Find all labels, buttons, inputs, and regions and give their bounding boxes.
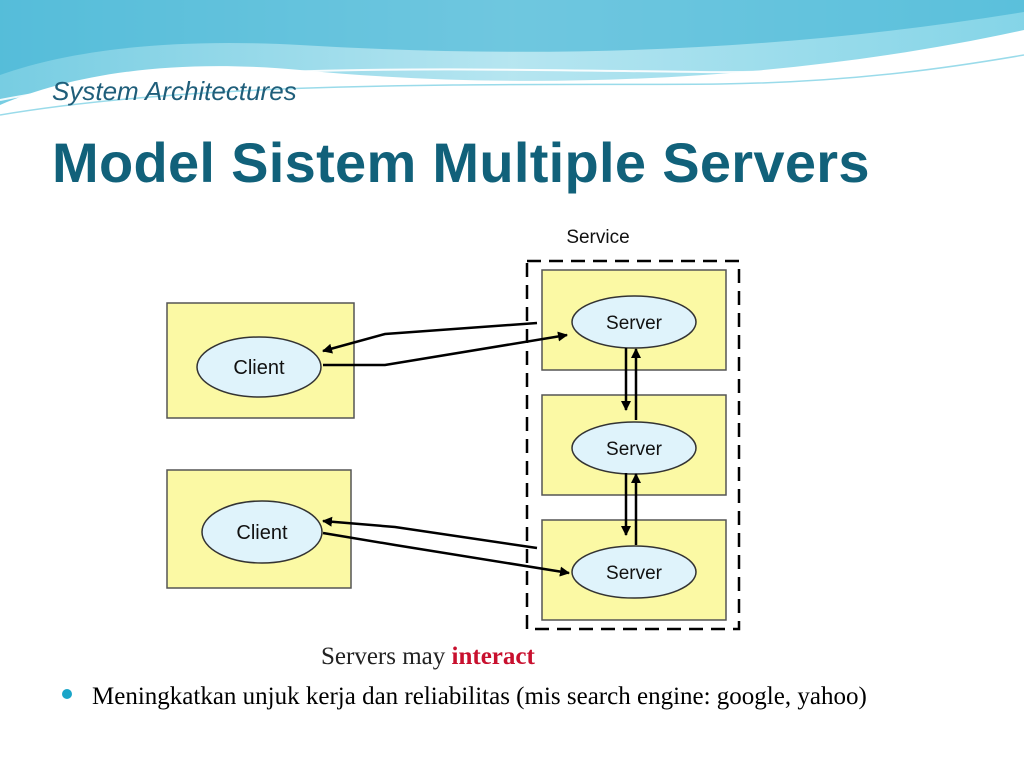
caption-prefix: Servers may	[321, 643, 452, 670]
client-label-1: Client	[233, 357, 285, 379]
server-label-1: Server	[606, 313, 663, 334]
diagram-caption: Servers may interact	[321, 643, 535, 670]
server-node-2: Server	[541, 394, 727, 496]
arrow-client1-to-server1	[323, 331, 568, 367]
arrow-client2-to-server3	[322, 531, 570, 577]
slide-title: Model Sistem Multiple Servers	[52, 131, 870, 194]
client-label-2: Client	[236, 522, 288, 544]
arrow-server3-to-client2	[322, 516, 538, 550]
server-label-3: Server	[606, 563, 663, 584]
multiple-servers-diagram: Service Client Client Server Server Serv…	[155, 215, 755, 675]
client-node-1: Client	[166, 302, 355, 419]
server-node-1: Server	[541, 269, 727, 371]
arrow-server1-to-client1	[322, 321, 538, 354]
bullet-dot-icon	[62, 689, 72, 699]
client-node-2: Client	[166, 469, 352, 589]
server-label-2: Server	[606, 439, 663, 460]
header-wave-decoration	[0, 0, 1024, 116]
service-label: Service	[566, 227, 629, 248]
slide-subtitle: System Architectures	[52, 76, 297, 106]
caption-emphasis: interact	[452, 643, 536, 670]
server-node-3: Server	[541, 519, 727, 621]
bullet-item: Meningkatkan unjuk kerja dan reliabilita…	[92, 683, 867, 710]
service-boundary	[525, 259, 741, 631]
